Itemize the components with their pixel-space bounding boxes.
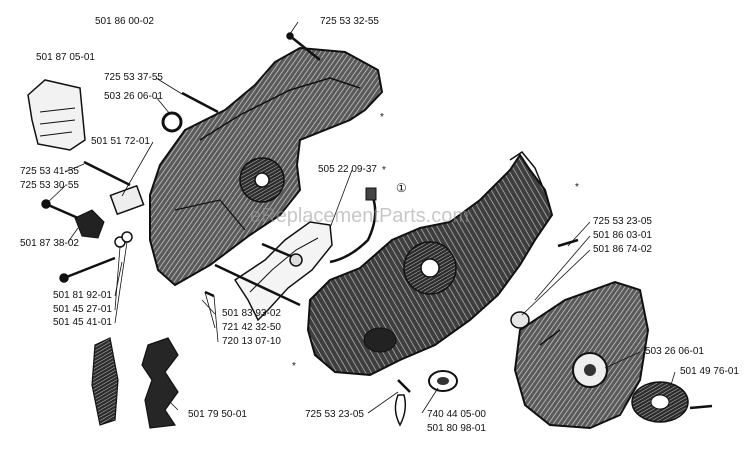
- part-label-clutch: 501 49 76-01: [680, 366, 739, 377]
- part-label-screw-left-a: 725 53 41-55: [20, 166, 79, 177]
- part-label-filter: 501 80 98-01: [427, 423, 486, 434]
- cover-plate: [27, 79, 86, 151]
- asterisk-3: *: [575, 182, 579, 193]
- part-label-oil-cap: 740 44 05-00: [427, 409, 486, 420]
- asterisk-1: *: [380, 112, 384, 123]
- part-label-cover-plate: 501 87 05-01: [36, 52, 95, 63]
- gasket: [233, 221, 333, 322]
- part-label-gasket: 501 83 93-02: [222, 308, 281, 319]
- part-label-seal-right: 503 26 06-01: [645, 346, 704, 357]
- part-label-bolt-lower: 501 81 92-01: [53, 290, 112, 301]
- callout-marker: ①: [396, 181, 407, 195]
- hose: [329, 194, 377, 264]
- part-label-pin-a: 721 42 32-50: [222, 322, 281, 333]
- stop-bracket: [74, 209, 105, 239]
- clutch: [631, 381, 689, 423]
- part-label-stop-bracket: 501 87 38-02: [20, 238, 79, 249]
- hose-fitting: [365, 187, 377, 201]
- part-label-screw-right: 725 53 23-05: [593, 216, 652, 227]
- part-label-washer-b: 501 45 41-01: [53, 317, 112, 328]
- part-label-seal-upper: 503 26 06-01: [104, 91, 163, 102]
- clutch-cover: [513, 280, 650, 430]
- seal-upper: [161, 111, 183, 133]
- part-label-spacer: 501 51 72-01: [91, 136, 150, 147]
- part-label-screw-bottom: 725 53 23-05: [305, 409, 364, 420]
- part-label-bearing-b: 501 86 74-02: [593, 244, 652, 255]
- part-label-screw-upper: 725 53 37-55: [104, 72, 163, 83]
- part-label-bolt-top: 725 53 32-55: [320, 16, 379, 27]
- oil-cap: [394, 370, 458, 427]
- spacer-block: [109, 184, 145, 216]
- left-crankcase: [149, 46, 384, 287]
- assembly-number: 501 86 00-02: [95, 16, 154, 27]
- right-crankcase: [306, 150, 554, 377]
- part-label-pin-b: 720 13 07-10: [222, 336, 281, 347]
- part-label-chain-sprocket: 501 79 50-01: [188, 409, 247, 420]
- asterisk-4: *: [292, 361, 296, 372]
- part-label-washer-a: 501 45 27-01: [53, 304, 112, 315]
- part-label-hose: 505 22 09-37: [318, 164, 377, 175]
- chain-sprocket-parts: [91, 337, 179, 429]
- part-label-screw-left-b: 725 53 30-55: [20, 180, 79, 191]
- washers: [41, 32, 303, 283]
- asterisk-2: *: [382, 165, 386, 176]
- part-label-bearing-a: 501 86 03-01: [593, 230, 652, 241]
- watermark-text: eReplacementParts.com: [250, 205, 469, 227]
- leader-lines: [45, 21, 676, 414]
